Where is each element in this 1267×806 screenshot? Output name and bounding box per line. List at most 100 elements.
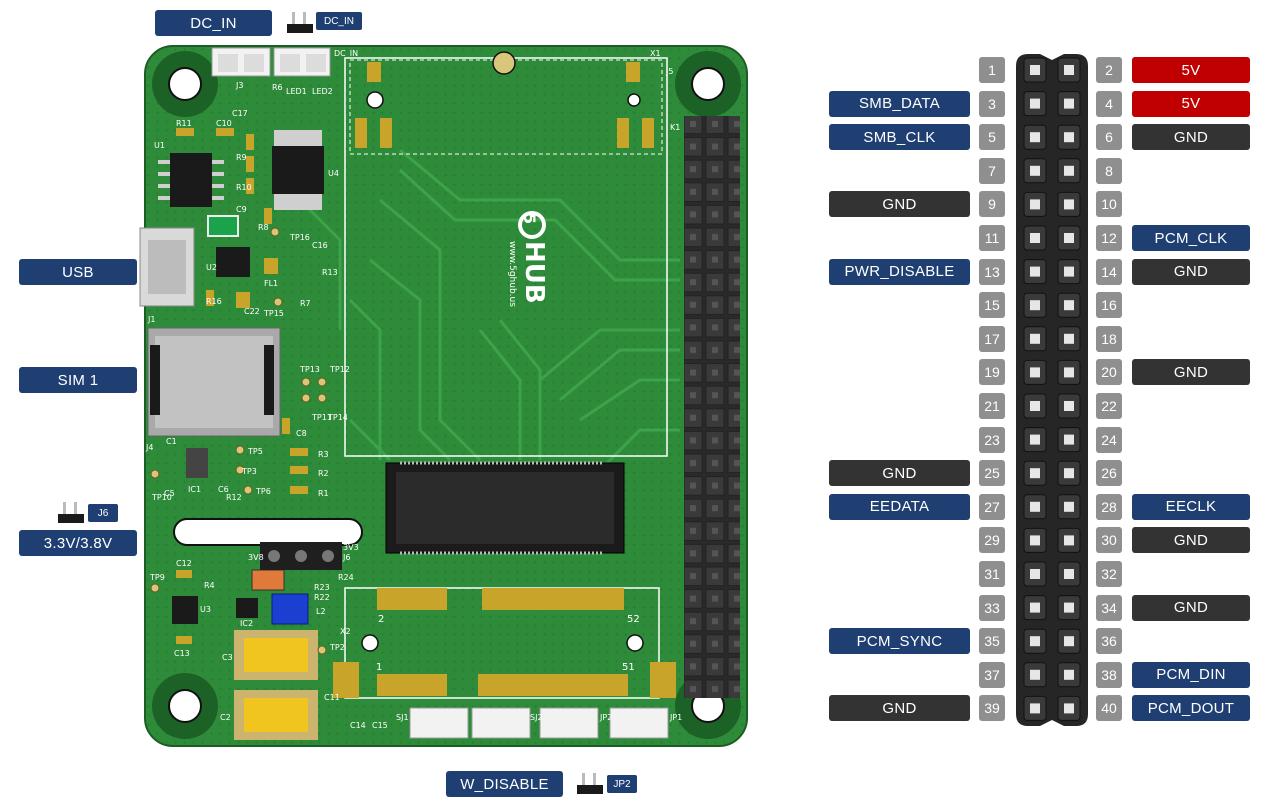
svg-text:L2: L2 (316, 607, 326, 616)
svg-text:C22: C22 (244, 307, 260, 316)
pin-signal-label: PCM_CLK (1132, 225, 1250, 251)
usb-label: USB (19, 259, 137, 285)
svg-text:C8: C8 (296, 429, 307, 438)
svg-text:J6: J6 (342, 553, 350, 562)
svg-text:R9: R9 (236, 153, 247, 162)
m2-connector (385, 461, 625, 555)
usb-connector (139, 227, 195, 307)
svg-text:3V3: 3V3 (343, 543, 359, 552)
pin-signal-label: 5V (1132, 90, 1250, 117)
svg-text:U1: U1 (154, 141, 165, 150)
svg-text:JP2: JP2 (599, 713, 612, 722)
svg-text:DC_IN: DC_IN (334, 49, 358, 58)
pin-number: 25 (979, 460, 1005, 487)
svg-text:TP2: TP2 (329, 643, 345, 652)
svg-text:HUB: HUB (519, 241, 549, 304)
test-points (150, 227, 327, 655)
pin-number: 26 (1096, 460, 1122, 487)
svg-text:TP3: TP3 (241, 467, 257, 476)
svg-text:R10: R10 (236, 183, 252, 192)
svg-text:R3: R3 (318, 450, 329, 459)
pin-number: 13 (979, 258, 1005, 285)
dc-in-jumper-icon (287, 12, 313, 38)
svg-text:R24: R24 (338, 573, 354, 582)
dc-in-connectors (211, 47, 331, 77)
svg-text:LED2: LED2 (312, 87, 333, 96)
pin-number: 39 (979, 695, 1005, 722)
svg-text:TP14: TP14 (327, 413, 348, 422)
pin-number: 29 (979, 527, 1005, 554)
svg-text:IC1: IC1 (188, 485, 201, 494)
pin-signal-label: GND (829, 695, 970, 722)
svg-text:R1: R1 (318, 489, 329, 498)
pin-number: 21 (979, 393, 1005, 419)
pin-number: 16 (1096, 292, 1122, 319)
svg-text:JP1: JP1 (669, 713, 682, 722)
svg-text:U4: U4 (328, 169, 339, 178)
pin-signal-label: GND (829, 460, 970, 487)
svg-text:R16: R16 (206, 297, 222, 306)
voltage-label: 3.3V/3.8V (19, 530, 137, 556)
pin-signal-label: GND (1132, 124, 1250, 151)
sim1-label: SIM 1 (19, 367, 137, 393)
pin-number: 31 (979, 561, 1005, 587)
svg-text:C16: C16 (312, 241, 328, 250)
pin-signal-label: SMB_CLK (829, 124, 970, 151)
jp2-tag: JP2 (607, 775, 637, 793)
svg-text:C17: C17 (232, 109, 248, 118)
pin-number: 40 (1096, 695, 1122, 722)
svg-text:U3: U3 (200, 605, 211, 614)
pin-number: 27 (979, 493, 1005, 520)
pin-signal-label: PWR_DISABLE (829, 258, 970, 285)
pin-number: 11 (979, 225, 1005, 251)
pin-number: 18 (1096, 325, 1122, 352)
svg-text:TP16: TP16 (289, 233, 310, 242)
pcb-outline (144, 45, 748, 747)
j6-jumper-icon (58, 502, 84, 528)
pin-number: 32 (1096, 561, 1122, 587)
pin-number: 9 (979, 191, 1005, 218)
svg-text:TP15: TP15 (263, 309, 284, 318)
svg-text:IC2: IC2 (240, 619, 253, 628)
w-disable-label: W_DISABLE (446, 771, 563, 797)
svg-text:R4: R4 (204, 581, 215, 590)
svg-text:C13: C13 (174, 649, 190, 658)
svg-text:1: 1 (376, 662, 382, 673)
svg-text:TP10: TP10 (151, 493, 172, 502)
pin-number: 30 (1096, 527, 1122, 554)
svg-text:K1: K1 (670, 123, 680, 132)
svg-text:R12: R12 (226, 493, 242, 502)
pin-signal-label: 5V (1132, 57, 1250, 83)
pin-number: 7 (979, 157, 1005, 184)
svg-text:C3: C3 (222, 653, 233, 662)
pin-signal-label: PCM_DOUT (1132, 695, 1250, 722)
svg-text:X1: X1 (650, 49, 661, 58)
ic-chips (158, 130, 324, 624)
pin-number: 14 (1096, 258, 1122, 285)
svg-text:SJ1: SJ1 (396, 713, 409, 722)
svg-text:TP12: TP12 (329, 365, 350, 374)
svg-text:FL1: FL1 (264, 279, 278, 288)
pin-number: 1 (979, 57, 1005, 83)
sim-holder (147, 327, 281, 437)
pin-signal-label: PCM_DIN (1132, 661, 1250, 688)
svg-text:R6: R6 (272, 83, 283, 92)
svg-text:J1: J1 (147, 315, 155, 324)
svg-text:C1: C1 (166, 437, 177, 446)
svg-text:R8: R8 (258, 223, 269, 232)
svg-text:X2: X2 (340, 627, 351, 636)
pin-number: 2 (1096, 57, 1122, 83)
pin-signal-label: GND (1132, 594, 1250, 621)
svg-text:TP6: TP6 (255, 487, 271, 496)
svg-text:C14: C14 (350, 721, 366, 730)
svg-text:J5: J5 (665, 67, 673, 76)
pin-number: 20 (1096, 359, 1122, 386)
svg-text:C15: C15 (372, 721, 388, 730)
svg-text:J3: J3 (235, 81, 243, 90)
svg-text:R13: R13 (322, 268, 338, 277)
pin-number: 22 (1096, 393, 1122, 419)
svg-text:J4: J4 (145, 443, 153, 452)
pin-number: 38 (1096, 661, 1122, 688)
